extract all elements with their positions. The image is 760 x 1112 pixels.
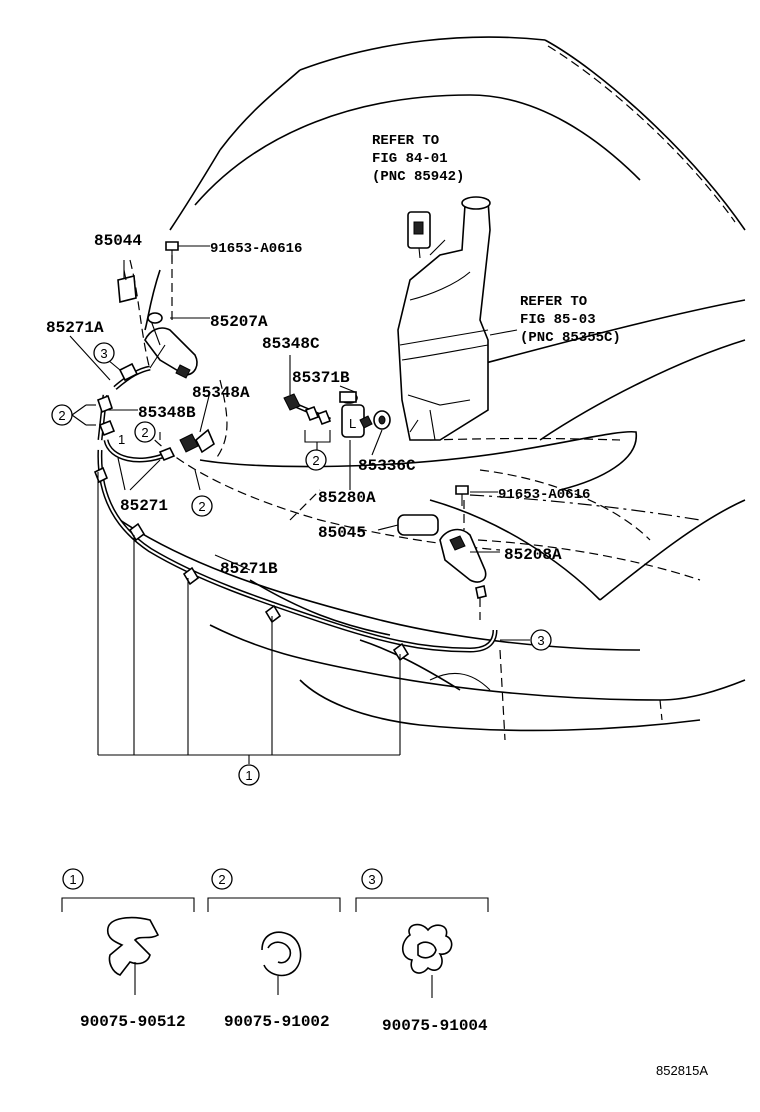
callout-2-low: 2 [191,495,213,517]
svg-text:(PNC 85942): (PNC 85942) [372,169,464,185]
svg-text:(PNC 85355C): (PNC 85355C) [520,330,621,346]
clip-1-part-number: 90075-90512 [80,1013,186,1031]
svg-text:3: 3 [100,346,107,361]
label-85271b: 85271B [220,560,278,578]
part-labels: 85044 91653-A0616 85271A 85207A 85348C 8… [46,232,590,578]
reference-note-fig-84-01: REFER TO FIG 84-01 (PNC 85942) [372,133,464,185]
callout-3-top: 3 [93,342,115,364]
svg-text:2: 2 [218,872,225,887]
clip-3-part-number: 90075-91004 [382,1017,488,1035]
label-85348b: 85348B [138,404,196,422]
svg-text:2: 2 [58,408,65,423]
svg-text:REFER TO: REFER TO [520,294,587,310]
legend-clip-2: 2 90075-91002 [207,868,341,1031]
svg-text:FIG 84-01: FIG 84-01 [372,151,448,167]
svg-text:1: 1 [245,768,252,783]
label-91653-top: 91653-A0616 [210,241,302,257]
callout-2-mid: 2 [134,421,156,443]
label-85371b: 85371B [292,369,350,387]
callout-1-bottom: 1 [238,764,260,786]
label-85271: 85271 [120,497,168,515]
svg-text:2: 2 [141,425,148,440]
legend-clip-3: 3 90075-91004 [355,868,489,1035]
label-85280a: 85280A [318,489,376,507]
figure-code: 852815A [656,1063,708,1078]
washer-tank [397,196,491,441]
bolt-icon [455,485,469,506]
svg-text:2: 2 [312,453,319,468]
label-85045: 85045 [318,524,366,542]
svg-text:L: L [349,416,356,431]
label-85207a: 85207A [210,313,268,331]
washer-hose [97,365,498,653]
callout-3-right: 3 [530,629,552,651]
label-85271a: 85271A [46,319,104,337]
clip-2-part-number: 90075-91002 [224,1013,330,1031]
label-85044: 85044 [94,232,142,250]
legend-clip-1: 1 90075-90512 [61,868,195,1031]
headlamp-washer-right [397,500,487,620]
callout-2-pump: 2 [305,449,327,471]
reference-note-fig-85-03: REFER TO FIG 85-03 (PNC 85355C) [520,294,621,346]
svg-text:3: 3 [537,633,544,648]
svg-text:FIG 85-03: FIG 85-03 [520,312,596,328]
connector-icon [407,211,431,259]
left-fittings [97,344,215,462]
headlamp-washer-left [117,255,198,379]
svg-text:REFER TO: REFER TO [372,133,439,149]
washer-pump: L [283,391,391,438]
svg-text:1: 1 [69,872,76,887]
label-85348a: 85348A [192,384,250,402]
callout-2-left: 2 [51,404,73,426]
label-85208a: 85208A [504,546,562,564]
bolt-icon [165,241,179,262]
svg-text:2: 2 [198,499,205,514]
label-91653-mid: 91653-A0616 [498,487,590,503]
label-85336c: 85336C [358,457,416,475]
label-85348c: 85348C [262,335,320,353]
svg-text:3: 3 [368,872,375,887]
leader-lines [69,239,530,641]
vehicle-body-outline [119,36,746,741]
clip-leader-lines [97,472,401,764]
mark-1: 1 [118,432,125,447]
